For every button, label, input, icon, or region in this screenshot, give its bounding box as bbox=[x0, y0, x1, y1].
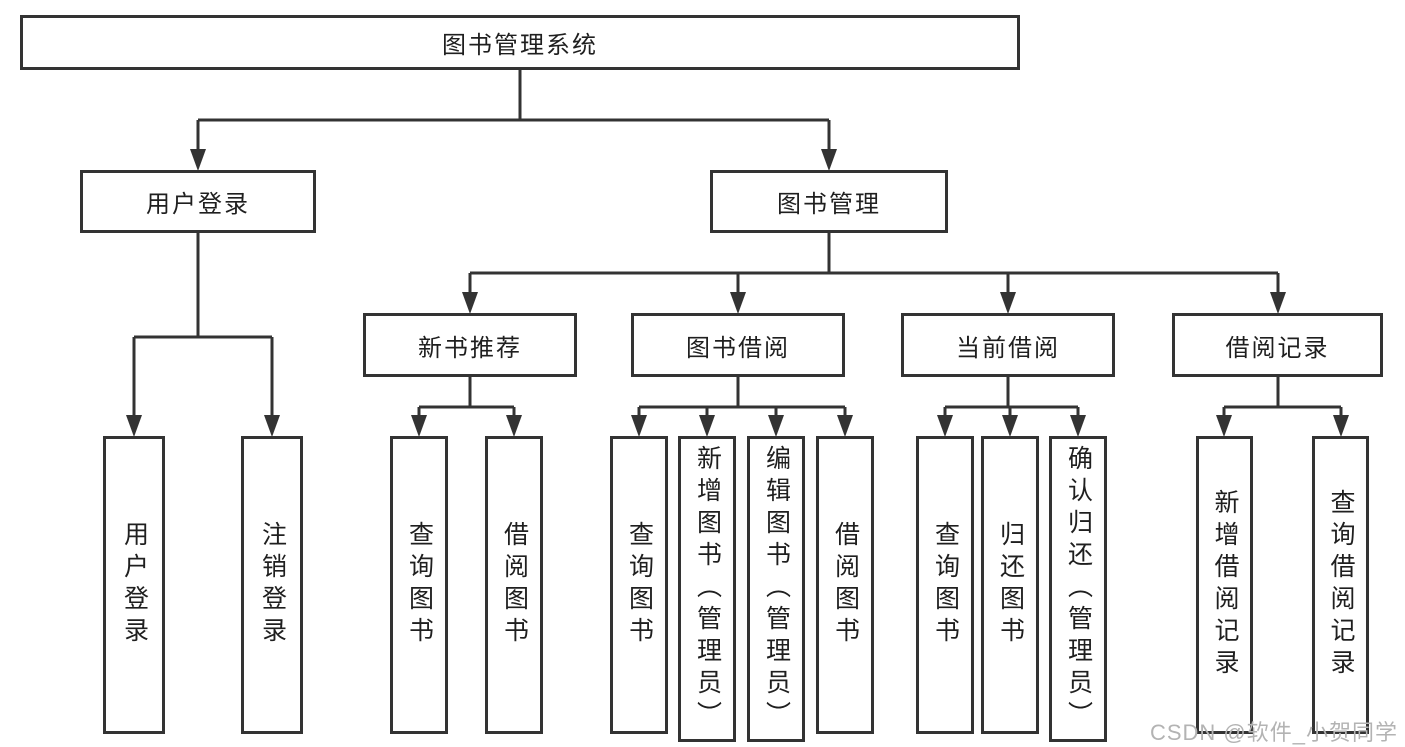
arrow-to-leaf-borrow-a bbox=[506, 415, 522, 437]
arrow-to-leaf-confirm bbox=[1070, 415, 1086, 437]
leaf-edit-book-admin-label: 编辑图书（管理员） bbox=[762, 445, 791, 733]
leaf-borrow-book-recommend: 借阅图书 bbox=[485, 436, 543, 734]
leaf-query-borrow-record-label: 查询借阅记录 bbox=[1327, 489, 1355, 681]
leaf-add-borrow-record-label: 新增借阅记录 bbox=[1211, 489, 1239, 681]
connector-bookmgmt-to-level2 bbox=[468, 233, 1280, 294]
arrow-to-leaf-query-b bbox=[631, 415, 647, 437]
leaf-query-book-current-label: 查询图书 bbox=[931, 521, 960, 649]
arrow-to-currentborrow bbox=[1000, 292, 1016, 314]
leaf-query-book-borrow: 查询图书 bbox=[610, 436, 668, 734]
leaf-logout: 注销登录 bbox=[241, 436, 303, 734]
leaf-confirm-return-admin: 确认归还（管理员） bbox=[1049, 436, 1107, 742]
node-current-borrow: 当前借阅 bbox=[901, 313, 1115, 377]
arrow-to-leaf-borrow-b bbox=[837, 415, 853, 437]
leaf-confirm-return-admin-label: 确认归还（管理员） bbox=[1064, 445, 1093, 733]
connector-newbookrec-to-leaves bbox=[417, 377, 516, 419]
csdn-watermark: CSDN @软件_小贺同学 bbox=[1149, 720, 1398, 745]
node-user-login-label: 用户登录 bbox=[146, 191, 250, 218]
leaf-query-book-borrow-label: 查询图书 bbox=[625, 521, 654, 649]
node-book-borrow-label: 图书借阅 bbox=[686, 334, 790, 362]
node-borrow-record-label: 借阅记录 bbox=[1225, 334, 1330, 362]
arrow-to-leaf-logout bbox=[264, 415, 280, 437]
arrow-to-borrowrecord bbox=[1270, 292, 1286, 314]
node-book-borrow: 图书借阅 bbox=[631, 313, 845, 377]
node-book-management: 图书管理 bbox=[710, 170, 948, 233]
connector-borrowrecord-to-leaves bbox=[1222, 377, 1343, 419]
leaf-add-borrow-record: 新增借阅记录 bbox=[1196, 436, 1253, 734]
leaf-borrow-book-recommend-label: 借阅图书 bbox=[500, 521, 529, 649]
node-user-login: 用户登录 bbox=[80, 170, 316, 233]
node-root-system: 图书管理系统 bbox=[20, 15, 1020, 70]
leaf-query-book-recommend-label: 查询图书 bbox=[405, 521, 434, 649]
arrow-to-newbookrec bbox=[462, 292, 478, 314]
arrow-to-userlogin bbox=[190, 149, 206, 171]
leaf-borrow-book: 借阅图书 bbox=[816, 436, 874, 734]
leaf-user-login: 用户登录 bbox=[103, 436, 165, 734]
node-current-borrow-label: 当前借阅 bbox=[956, 334, 1060, 362]
connector-root-to-level1 bbox=[196, 70, 831, 151]
node-new-book-recommend: 新书推荐 bbox=[363, 313, 577, 377]
leaf-logout-label: 注销登录 bbox=[258, 521, 287, 649]
node-borrow-record: 借阅记录 bbox=[1172, 313, 1383, 377]
arrow-to-leaf-queryrecord bbox=[1333, 415, 1349, 437]
leaf-add-book-admin: 新增图书（管理员） bbox=[678, 436, 736, 742]
node-root-label: 图书管理系统 bbox=[442, 32, 598, 59]
leaf-return-book: 归还图书 bbox=[981, 436, 1039, 734]
arrow-to-leaf-query-a bbox=[411, 415, 427, 437]
leaf-query-book-recommend: 查询图书 bbox=[390, 436, 448, 734]
arrow-to-leaf-editbook bbox=[768, 415, 784, 437]
connector-currentborrow-to-leaves bbox=[943, 377, 1080, 419]
arrow-to-leaf-addrecord bbox=[1216, 415, 1232, 437]
connector-userlogin-to-leaves bbox=[132, 233, 274, 418]
arrow-to-leaf-query-c bbox=[937, 415, 953, 437]
arrow-to-bookborrow bbox=[730, 292, 746, 314]
leaf-query-book-current: 查询图书 bbox=[916, 436, 974, 734]
leaf-query-borrow-record: 查询借阅记录 bbox=[1312, 436, 1369, 734]
arrow-to-leaf-login bbox=[126, 415, 142, 437]
leaf-return-book-label: 归还图书 bbox=[996, 521, 1025, 649]
leaf-borrow-book-label: 借阅图书 bbox=[831, 521, 860, 649]
arrow-to-leaf-return bbox=[1002, 415, 1018, 437]
node-new-book-recommend-label: 新书推荐 bbox=[418, 334, 522, 362]
connector-bookborrow-to-leaves bbox=[637, 377, 847, 419]
node-book-management-label: 图书管理 bbox=[777, 191, 881, 218]
arrow-to-leaf-addbook bbox=[699, 415, 715, 437]
leaf-user-login-label: 用户登录 bbox=[120, 521, 149, 649]
arrowheads bbox=[126, 149, 1349, 437]
arrow-to-bookmgmt bbox=[821, 149, 837, 171]
leaf-add-book-admin-label: 新增图书（管理员） bbox=[693, 445, 722, 733]
leaf-edit-book-admin: 编辑图书（管理员） bbox=[747, 436, 805, 742]
